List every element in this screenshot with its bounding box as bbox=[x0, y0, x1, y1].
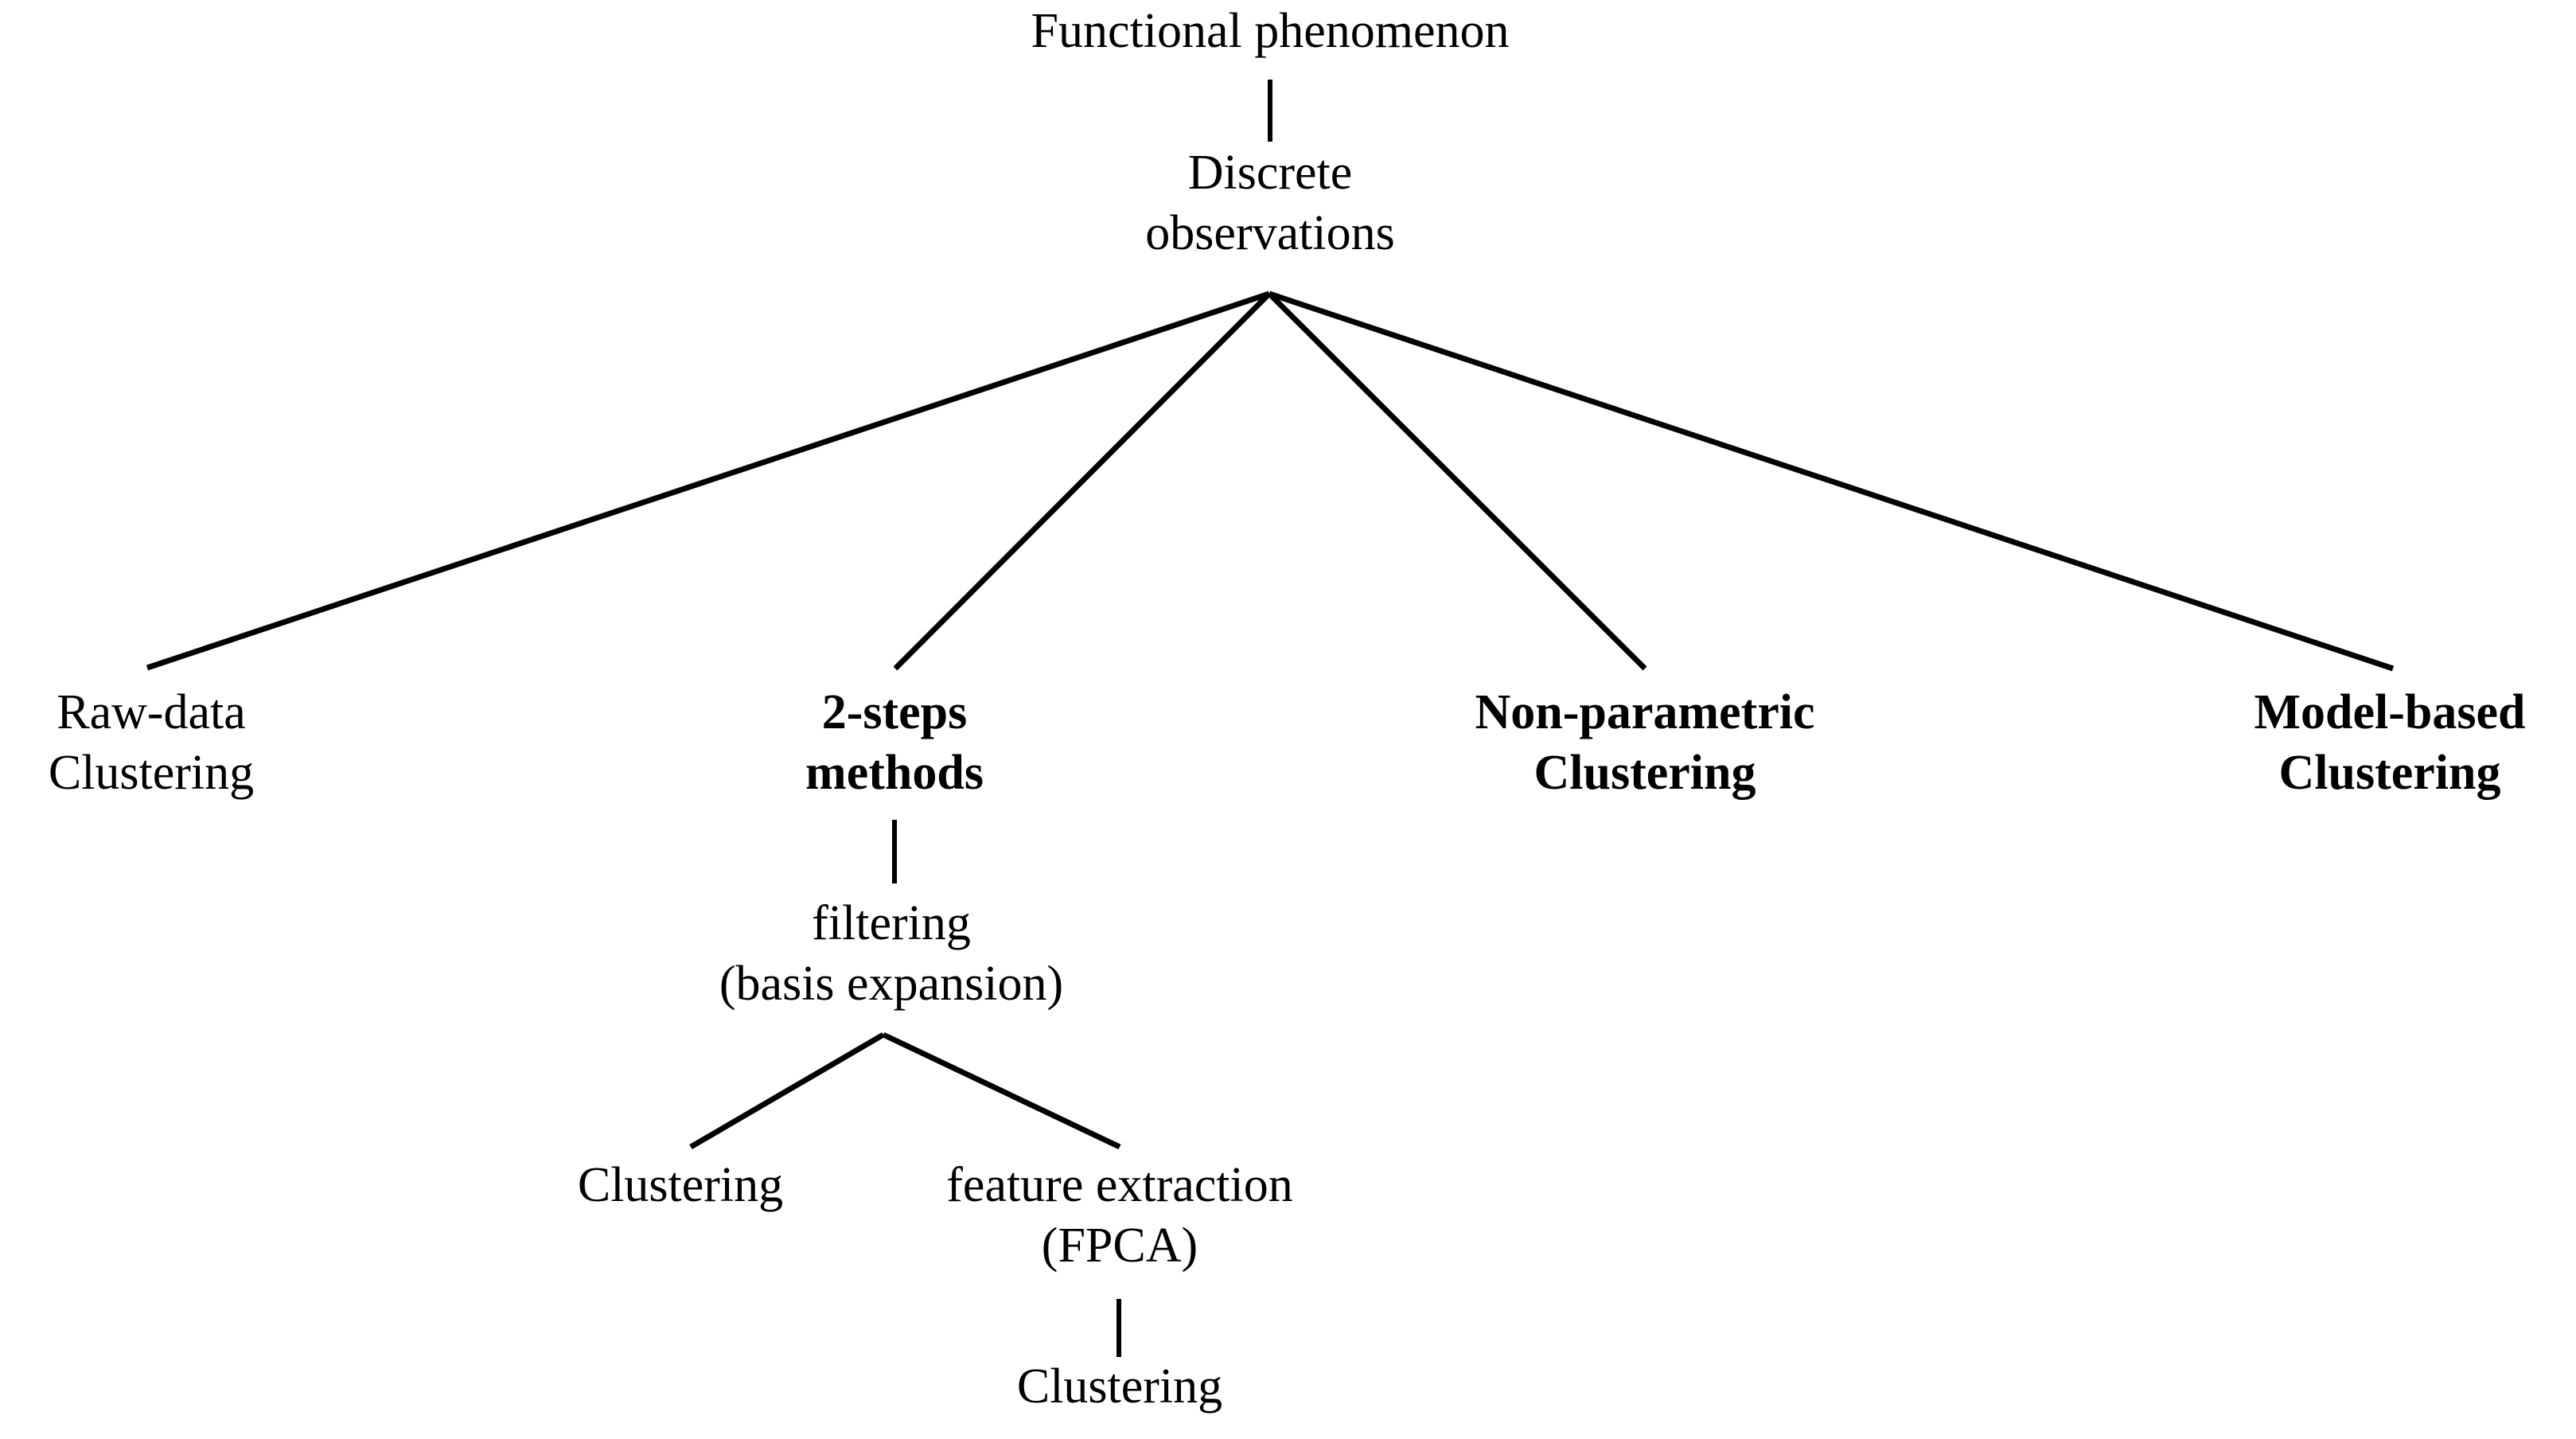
node-label-line: Clustering bbox=[2278, 745, 2501, 800]
node-label-line: observations bbox=[1145, 205, 1395, 260]
node-label-line: (FPCA) bbox=[1041, 1218, 1198, 1273]
node-label-line: feature extraction bbox=[946, 1158, 1293, 1212]
node-2-steps-methods: 2-steps methods bbox=[805, 683, 984, 803]
edge-discrete-to-non-parametric bbox=[1267, 291, 1647, 671]
node-label-line: methods bbox=[805, 745, 984, 800]
edge-discrete-to-raw-data bbox=[146, 291, 1271, 671]
edge-filtering-to-feature-extraction bbox=[882, 1031, 1121, 1150]
node-label-line: Clustering bbox=[1534, 745, 1756, 800]
node-functional-phenomenon: Functional phenomenon bbox=[1031, 2, 1510, 62]
edge-filtering-to-clustering bbox=[689, 1031, 885, 1150]
node-non-parametric-clustering: Non-parametric Clustering bbox=[1475, 683, 1815, 803]
node-model-based-clustering: Model-based Clustering bbox=[2254, 683, 2526, 803]
node-label-line: filtering bbox=[812, 896, 971, 950]
node-label-line: Clustering bbox=[1016, 1359, 1223, 1414]
node-label-line: Clustering bbox=[577, 1158, 784, 1212]
edge-discrete-to-two-steps bbox=[893, 291, 1272, 671]
node-discrete-observations: Discrete observations bbox=[1145, 143, 1394, 263]
node-raw-data-clustering: Raw-data Clustering bbox=[49, 683, 254, 803]
node-label-line: Clustering bbox=[48, 745, 255, 800]
node-label-line: (basis expansion) bbox=[719, 956, 1064, 1011]
node-label-line: Model-based bbox=[2254, 685, 2526, 739]
node-label-line: Discrete bbox=[1187, 146, 1353, 200]
node-label-line: Functional phenomenon bbox=[1031, 4, 1510, 58]
node-feature-extraction-fpca: feature extraction (FPCA) bbox=[946, 1156, 1292, 1276]
node-filtering-basis-expansion: filtering (basis expansion) bbox=[719, 894, 1063, 1014]
node-label-line: Non-parametric bbox=[1475, 685, 1815, 739]
edge-discrete-to-model-based bbox=[1268, 291, 2395, 672]
node-clustering-final: Clustering bbox=[1017, 1357, 1222, 1418]
node-label-line: 2-steps bbox=[821, 685, 968, 739]
node-label-line: Raw-data bbox=[57, 685, 246, 739]
node-clustering-branch: Clustering bbox=[578, 1156, 783, 1216]
